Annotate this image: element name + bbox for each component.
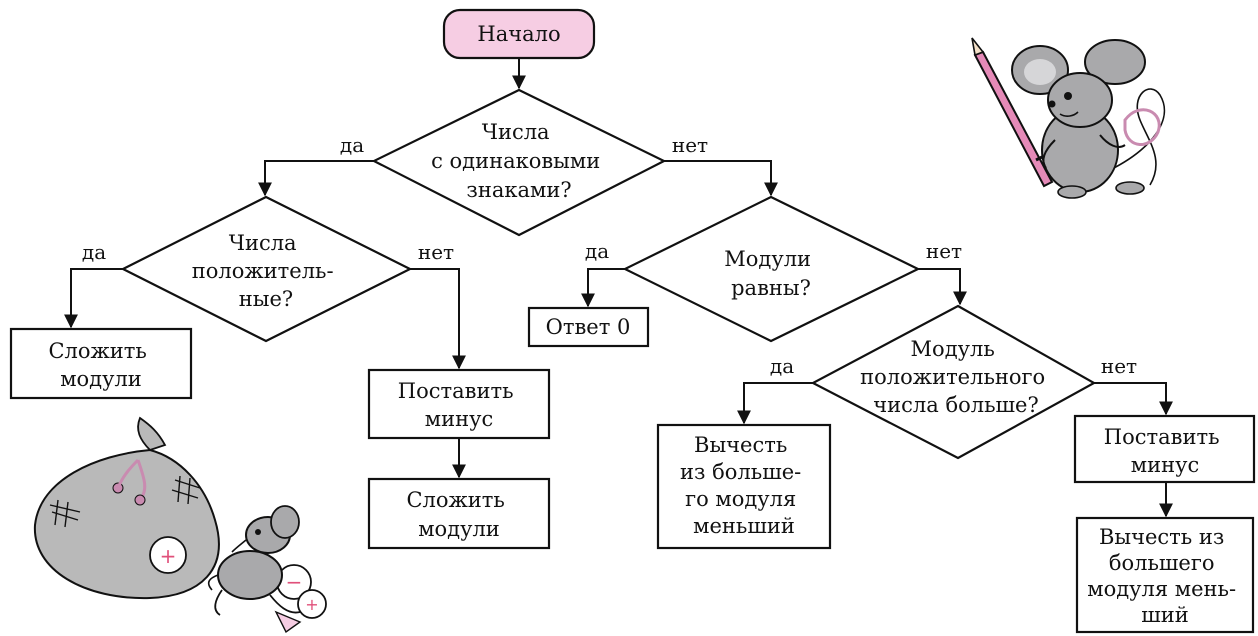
edge-positive-no [410, 268, 466, 370]
edge-positive-modulus-no [1094, 382, 1173, 416]
label-same-signs-no: нет [672, 133, 708, 157]
edge-labels: да нет да нет да нет да нет [82, 133, 1137, 378]
process-put-minus-middle-text: Поставить минус [398, 379, 520, 431]
edge-positive-modulus-yes [737, 382, 813, 425]
decision-positive-modulus-greater: Модуль положительного числа больше? [810, 304, 1097, 460]
process-put-minus-right-text: Поставить минус [1104, 425, 1226, 477]
process-subtract-smaller-right: Вычесть из большего модуля мень- ший [1075, 516, 1255, 634]
process-subtract-smaller-left: Вычесть из больше- го модуля меньший [656, 423, 832, 550]
mouse-with-pencil-illustration [971, 37, 1166, 199]
process-add-moduli-middle: Сложить модули [367, 477, 551, 550]
svg-text:+: + [160, 544, 177, 568]
process-put-minus-right: Поставить минус [1073, 414, 1256, 484]
process-add-moduli-left: Сложить модули [9, 327, 193, 400]
edge-same-signs-no [664, 160, 778, 197]
label-positive-yes: да [82, 240, 106, 264]
edge-moduli-equal-yes [581, 268, 625, 308]
start-terminal: Начало [442, 8, 596, 60]
decision-same-signs-text: Числа с одинаковыми знаками? [431, 120, 607, 202]
svg-text:−: − [286, 570, 303, 594]
edge-positive-yes [64, 268, 123, 329]
process-subtract-smaller-left-text: Вычесть из больше- го модуля меньший [680, 433, 808, 538]
decision-positive: Числа положитель- ные? [120, 195, 413, 343]
label-positive-modulus-yes: да [770, 354, 794, 378]
decision-same-signs: Числа с одинаковыми знаками? [371, 88, 667, 237]
process-put-minus-middle: Поставить минус [367, 368, 551, 440]
connectors [64, 58, 1173, 518]
start-label: Начало [477, 22, 560, 46]
label-moduli-equal-no: нет [926, 239, 962, 263]
pencil-icon [971, 37, 1054, 188]
process-add-moduli-middle-text: Сложить модули [406, 488, 511, 541]
mouse-with-sack-illustration: + − + [33, 416, 327, 634]
decision-positive-text: Числа положитель- ные? [192, 231, 341, 311]
svg-text:+: + [305, 595, 318, 614]
process-subtract-smaller-right-text: Вычесть из большего модуля мень- ший [1087, 525, 1243, 627]
edge-same-signs-yes [258, 160, 374, 197]
decision-moduli-equal-text: Модули равны? [724, 247, 817, 300]
decision-moduli-equal: Модули равны? [622, 195, 921, 343]
label-positive-modulus-no: нет [1101, 354, 1137, 378]
edge-moduli-equal-no [918, 268, 967, 306]
label-moduli-equal-yes: да [585, 239, 609, 263]
label-same-signs-yes: да [340, 133, 364, 157]
process-add-moduli-left-text: Сложить модули [48, 339, 153, 391]
label-positive-no: нет [418, 240, 454, 264]
process-answer-zero: Ответ 0 [527, 306, 650, 348]
process-answer-zero-text: Ответ 0 [546, 315, 631, 339]
decision-positive-modulus-text: Модуль положительного числа больше? [860, 337, 1052, 417]
